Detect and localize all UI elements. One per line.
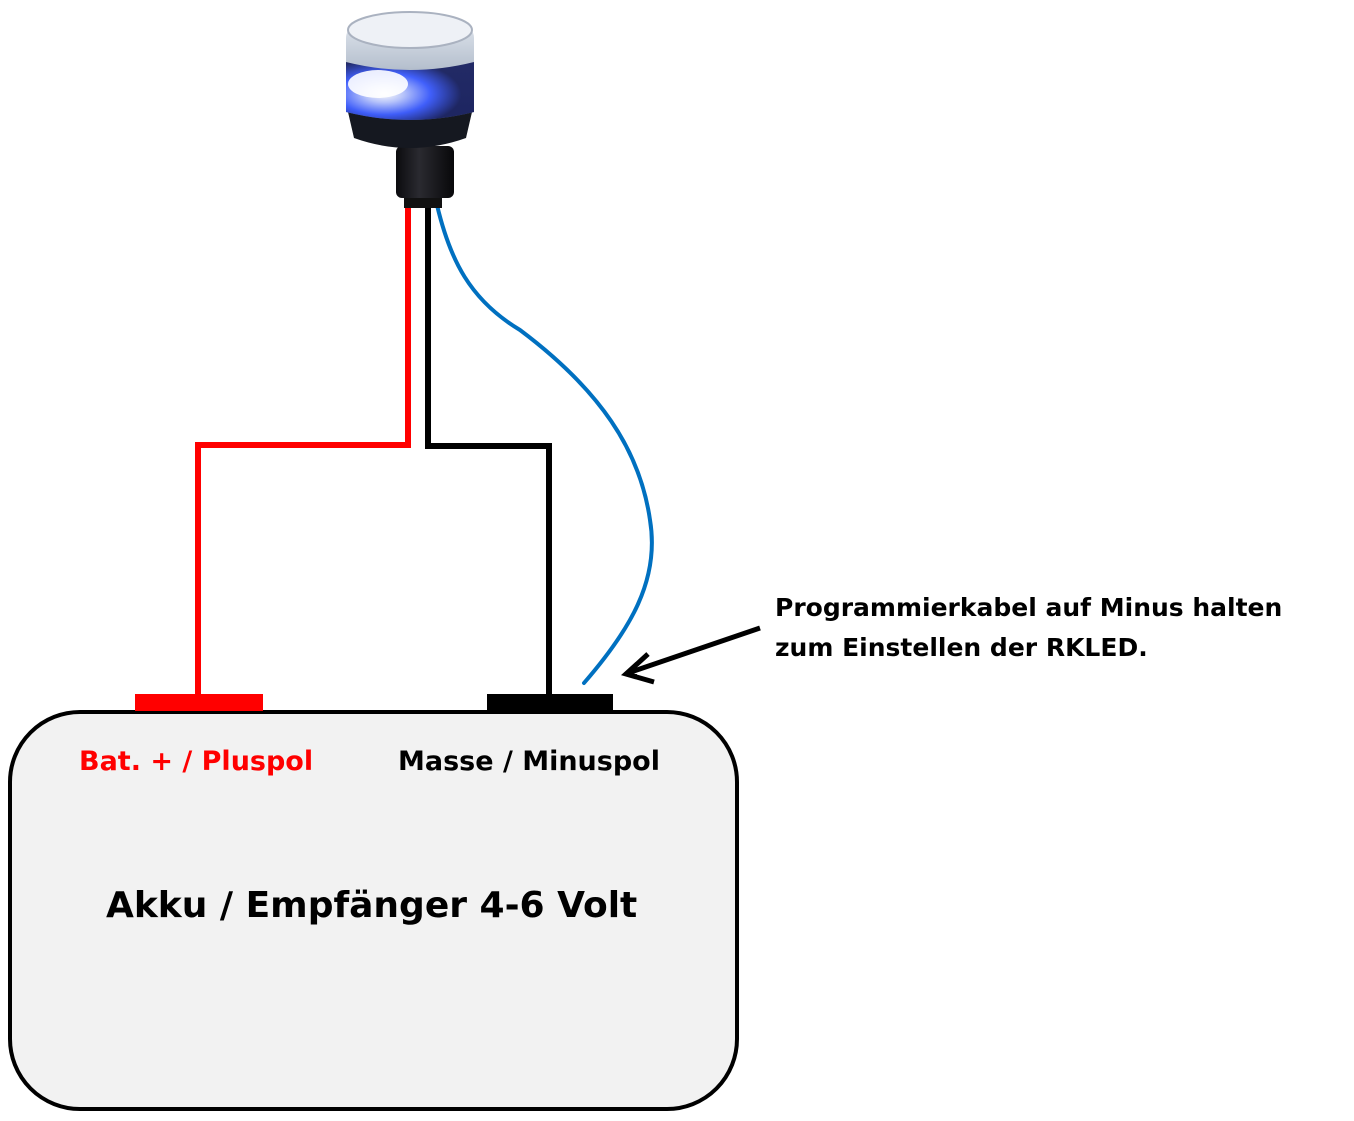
programming-annotation: Programmierkabel auf Minus halten zum Ei… — [775, 588, 1282, 668]
plus-terminal-label: Bat. + / Pluspol — [79, 746, 314, 777]
annotation-arrow — [628, 625, 761, 673]
annotation-line-2: zum Einstellen der RKLED. — [775, 633, 1148, 662]
annotation-line-1: Programmierkabel auf Minus halten — [775, 593, 1283, 622]
positive-wire — [195, 205, 411, 696]
plus-terminal — [135, 694, 263, 711]
arrow-head-icon — [620, 652, 655, 685]
beacon-light-icon — [346, 11, 474, 208]
programming-wire — [435, 203, 654, 685]
minus-terminal — [487, 694, 613, 711]
device-title: Akku / Empfänger 4-6 Volt — [106, 885, 638, 926]
ground-wire — [425, 205, 552, 696]
device-box — [8, 710, 739, 1111]
minus-terminal-label: Masse / Minuspol — [398, 746, 660, 777]
